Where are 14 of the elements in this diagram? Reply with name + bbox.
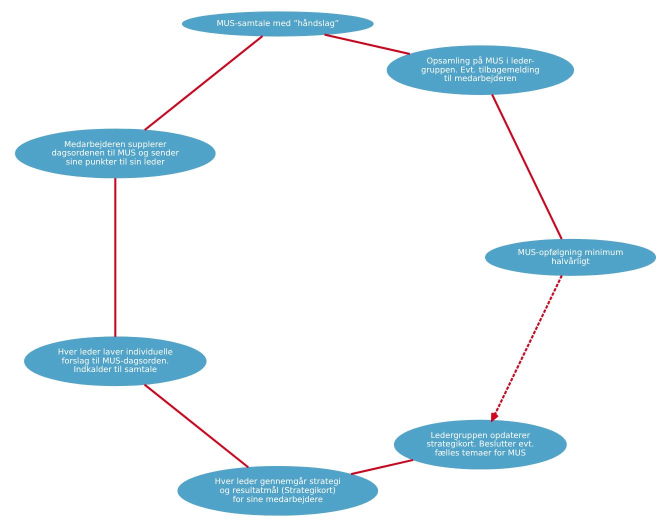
connector	[324, 33, 410, 55]
node-ellipse: Hver leder laver individuelle forslag til MUS-dagsorden. Indkalder til samtale	[24, 336, 206, 386]
connector	[490, 94, 562, 239]
node-ellipse: Ledergruppen opdaterer strategikort. Beslutter evt. fælles temaer for MUS	[393, 419, 566, 469]
connector	[144, 34, 263, 130]
node-ellipse: MUS-opfølgning minimum halvårligt	[484, 238, 656, 276]
connector	[143, 383, 248, 468]
arrow	[490, 274, 562, 421]
node-ellipse: Hver leder gennemgår strategi og resultatmål (Strategikort) for sine medarbejdere	[176, 466, 378, 516]
connector	[114, 178, 116, 336]
connector	[350, 458, 413, 475]
node-ellipse: Opsamling på MUS i leder- gruppen. Evt. tilbagemelding til medarbejderen	[386, 44, 574, 94]
node-ellipse: MUS-samtale med ”håndslag”	[181, 10, 374, 36]
node-ellipse: Medarbejderen supplerer dagsordenen til MUS og sender sine punkter til sin leder	[14, 128, 216, 178]
